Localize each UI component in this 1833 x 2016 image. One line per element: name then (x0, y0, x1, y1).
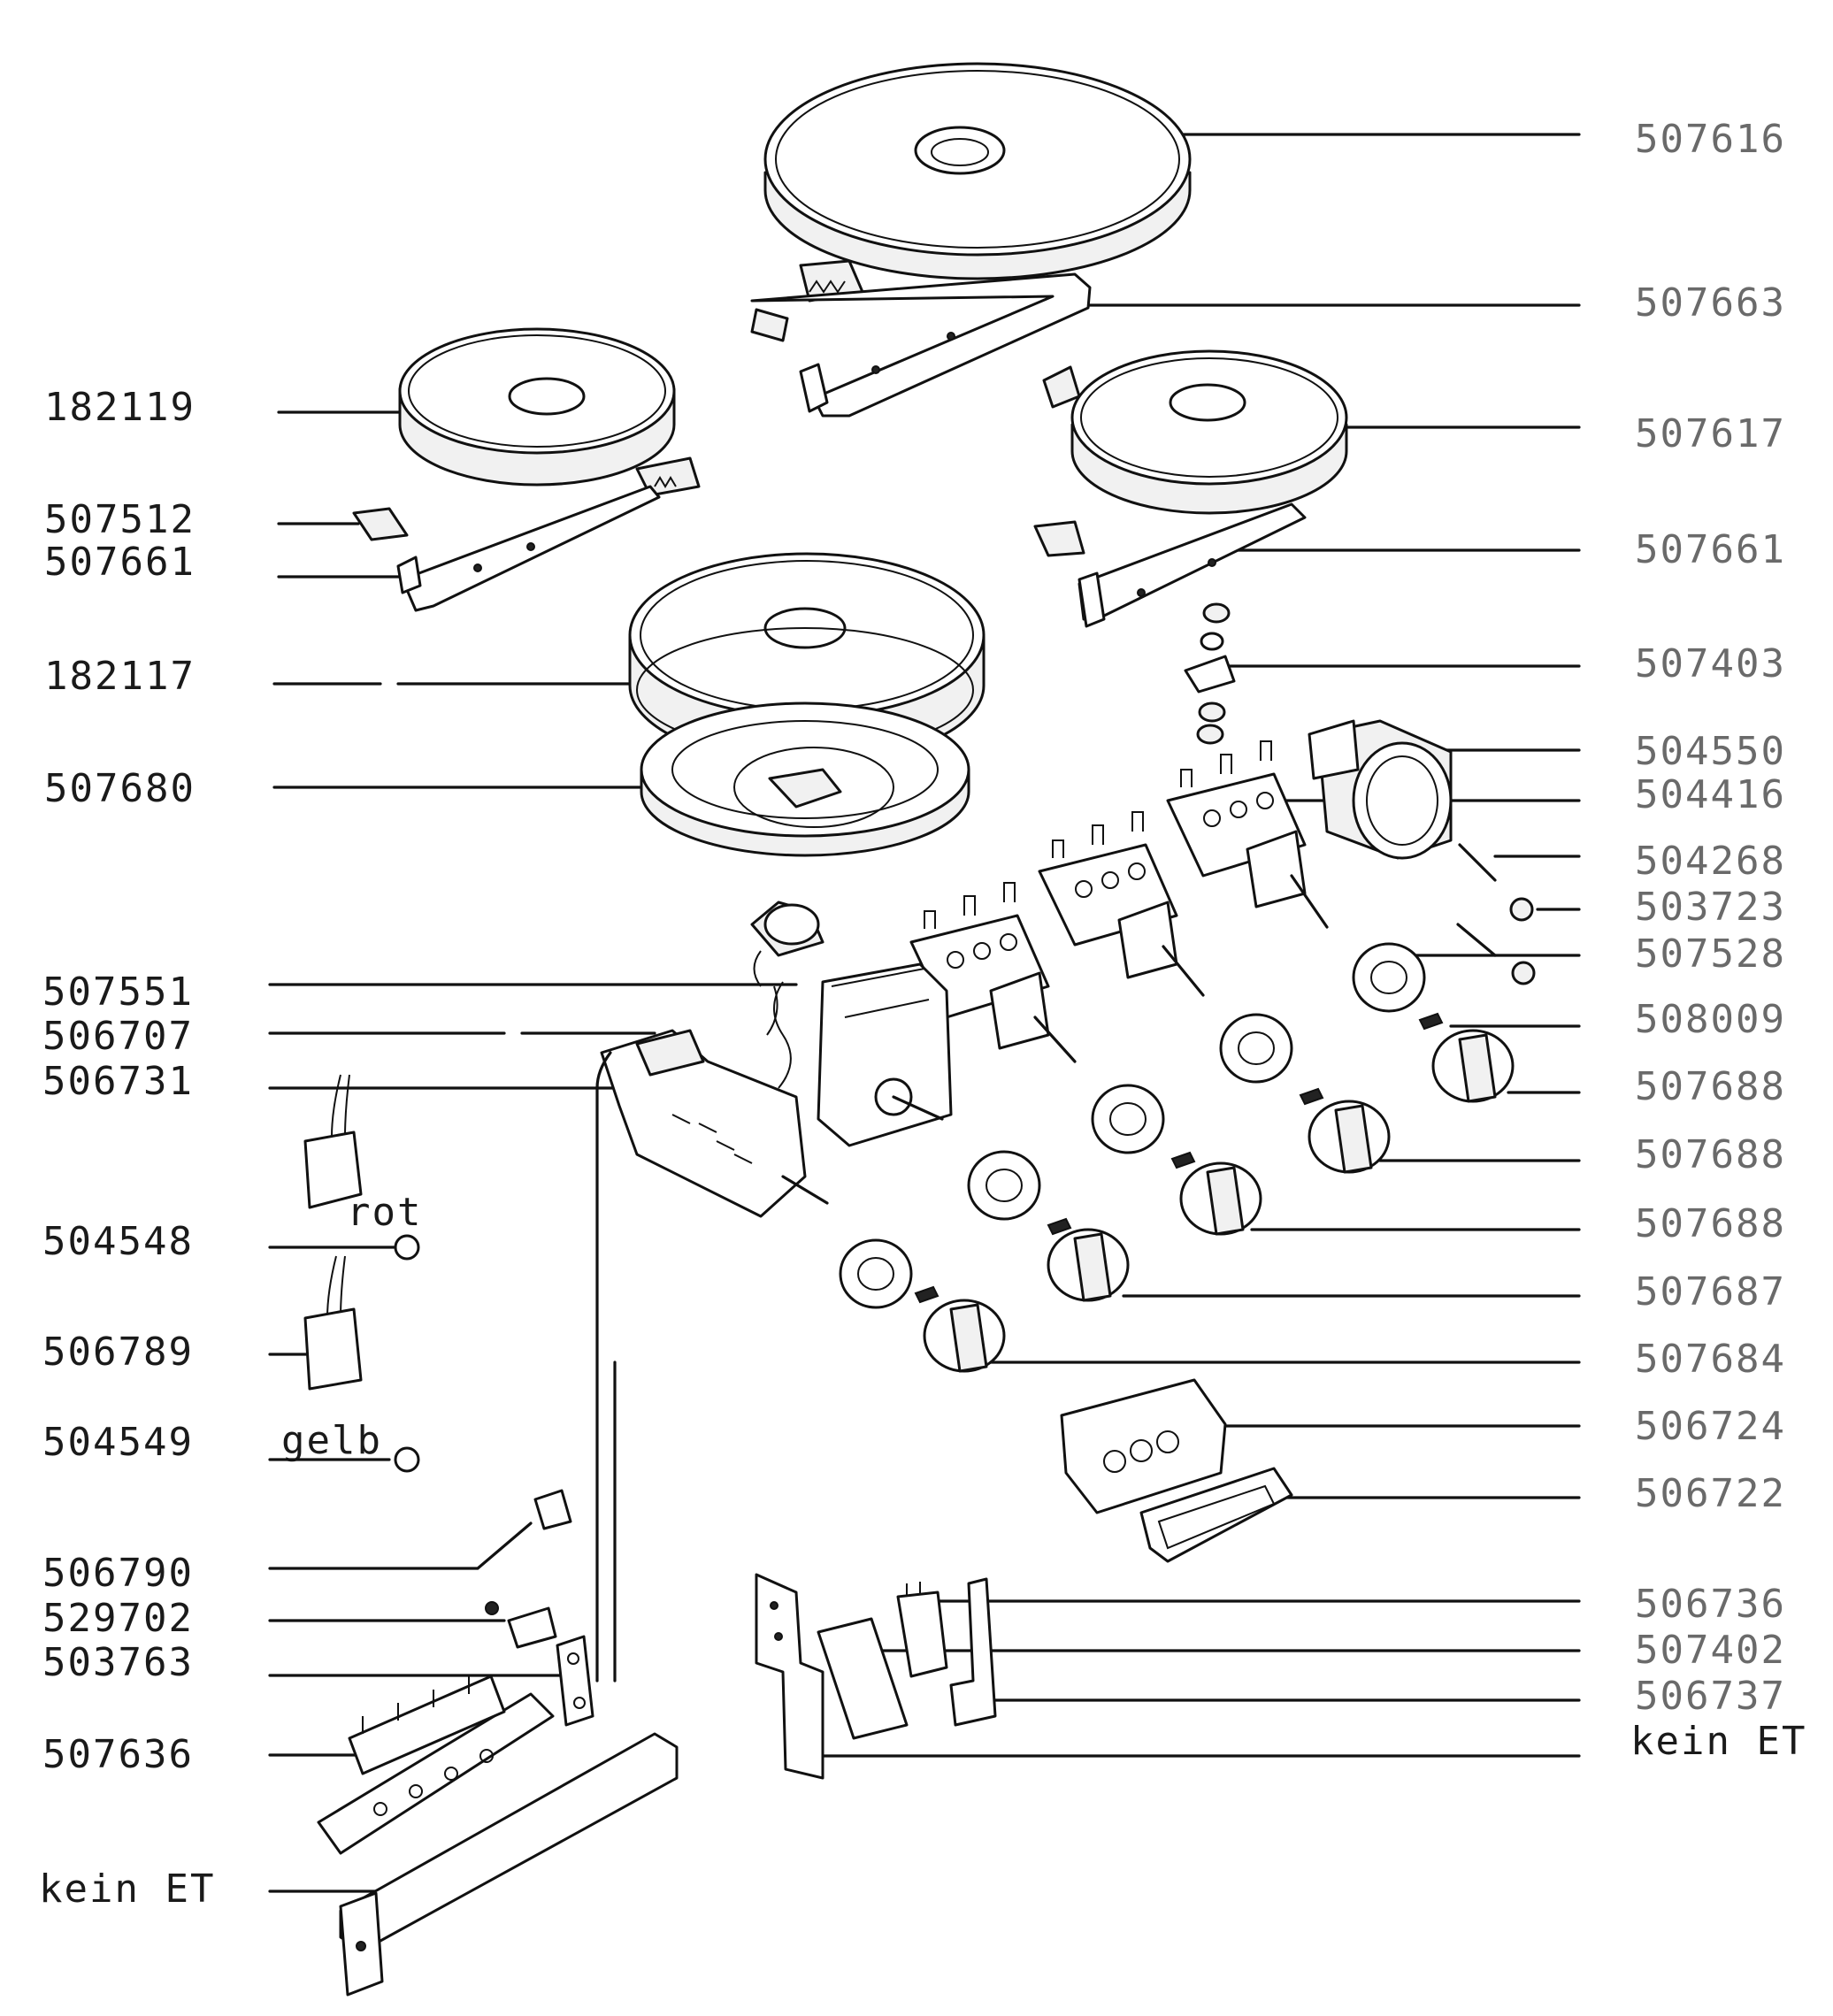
switch-506736 (896, 1582, 948, 1678)
connector-gelb (394, 1446, 420, 1473)
timer-506731 (600, 1029, 829, 1218)
label-507688-a: 507688 (1635, 1064, 1786, 1109)
label-507663: 507663 (1635, 280, 1786, 326)
label-507402: 507402 (1635, 1628, 1786, 1673)
label-507616: 507616 (1635, 117, 1786, 162)
hotplate-182119 (398, 327, 701, 497)
label-182117: 182117 (44, 654, 196, 699)
label-504550: 504550 (1635, 729, 1786, 774)
bracket-kein-et-right (755, 1573, 824, 1780)
label-kein-et-left: kein ET (39, 1867, 215, 1912)
label-507687: 507687 (1635, 1269, 1786, 1315)
label-507684: 507684 (1635, 1337, 1786, 1382)
label-182119: 182119 (44, 385, 196, 430)
bracket-kein-et-left (339, 1732, 679, 1997)
bracket-507663 (750, 272, 1092, 418)
leader-lines-left (268, 410, 798, 1893)
oven-switch-506707 (817, 962, 953, 1147)
label-506722: 506722 (1635, 1471, 1786, 1516)
knob-bezels (839, 942, 1426, 1309)
label-504268: 504268 (1635, 839, 1786, 884)
connector-rot (303, 1074, 420, 1261)
clip-506790 (533, 1489, 572, 1530)
shaft-pins (1456, 843, 1536, 985)
label-507680: 507680 (44, 766, 196, 811)
label-507661-right: 507661 (1635, 527, 1786, 572)
label-kein-et-right: kein ET (1630, 1719, 1806, 1764)
lamp-frame-506722 (1139, 1467, 1293, 1563)
label-504416: 504416 (1635, 772, 1786, 817)
hotplate-507617 (1042, 349, 1348, 515)
bracket-506737 (949, 1577, 997, 1727)
cover-plate-507402 (817, 1617, 909, 1740)
plate-503763 (556, 1635, 594, 1727)
label-507551: 507551 (42, 970, 194, 1015)
label-504548: 504548 (42, 1219, 194, 1264)
indicator-lamp-block-506724 (1060, 1378, 1227, 1514)
bracket-507661-right (1033, 502, 1307, 628)
label-504549: 504549 (42, 1420, 194, 1465)
label-508009: 508009 (1635, 997, 1786, 1042)
label-507688-c: 507688 (1635, 1201, 1786, 1246)
label-506724: 506724 (1635, 1404, 1786, 1449)
bracket-507661-left (352, 485, 661, 612)
clip-529702 (485, 1601, 557, 1649)
small-spacers (914, 1012, 1444, 1304)
label-506736: 506736 (1635, 1582, 1786, 1627)
hotplate-large-top (763, 62, 1192, 303)
label-503763: 503763 (42, 1640, 194, 1685)
right-labels: 507616 507663 507617 507661 507403 50455… (1630, 117, 1806, 1764)
energy-regulator-504550 (1308, 719, 1453, 860)
control-knobs (923, 1029, 1515, 1373)
rotary-switch-bank-504416 (909, 740, 1329, 1063)
label-506789: 506789 (42, 1330, 194, 1375)
label-507528: 507528 (1635, 931, 1786, 977)
label-507403: 507403 (1635, 641, 1786, 686)
terminal-block-507636 (317, 1675, 555, 1855)
label-529702: 529702 (42, 1596, 194, 1641)
washer-stack-507403 (1184, 602, 1236, 745)
label-507617: 507617 (1635, 411, 1786, 456)
wire-label-rot: rot (347, 1190, 422, 1235)
label-503723: 503723 (1635, 885, 1786, 930)
label-506737: 506737 (1635, 1674, 1786, 1719)
label-506707: 506707 (42, 1014, 194, 1059)
left-labels: 182119 507512 507661 182117 507680 50755… (39, 385, 215, 1912)
label-506790: 506790 (42, 1551, 194, 1596)
label-507512: 507512 (44, 497, 196, 542)
label-507661-left: 507661 (44, 540, 196, 585)
label-506731: 506731 (42, 1059, 194, 1104)
label-507636: 507636 (42, 1732, 194, 1777)
capillary-tube (595, 1051, 617, 1683)
label-507688-b: 507688 (1635, 1132, 1786, 1177)
connector-506789 (303, 1255, 363, 1391)
thermostat-507551 (750, 901, 824, 1089)
ring-507680 (640, 701, 970, 857)
wire-label-gelb: gelb (281, 1418, 382, 1463)
